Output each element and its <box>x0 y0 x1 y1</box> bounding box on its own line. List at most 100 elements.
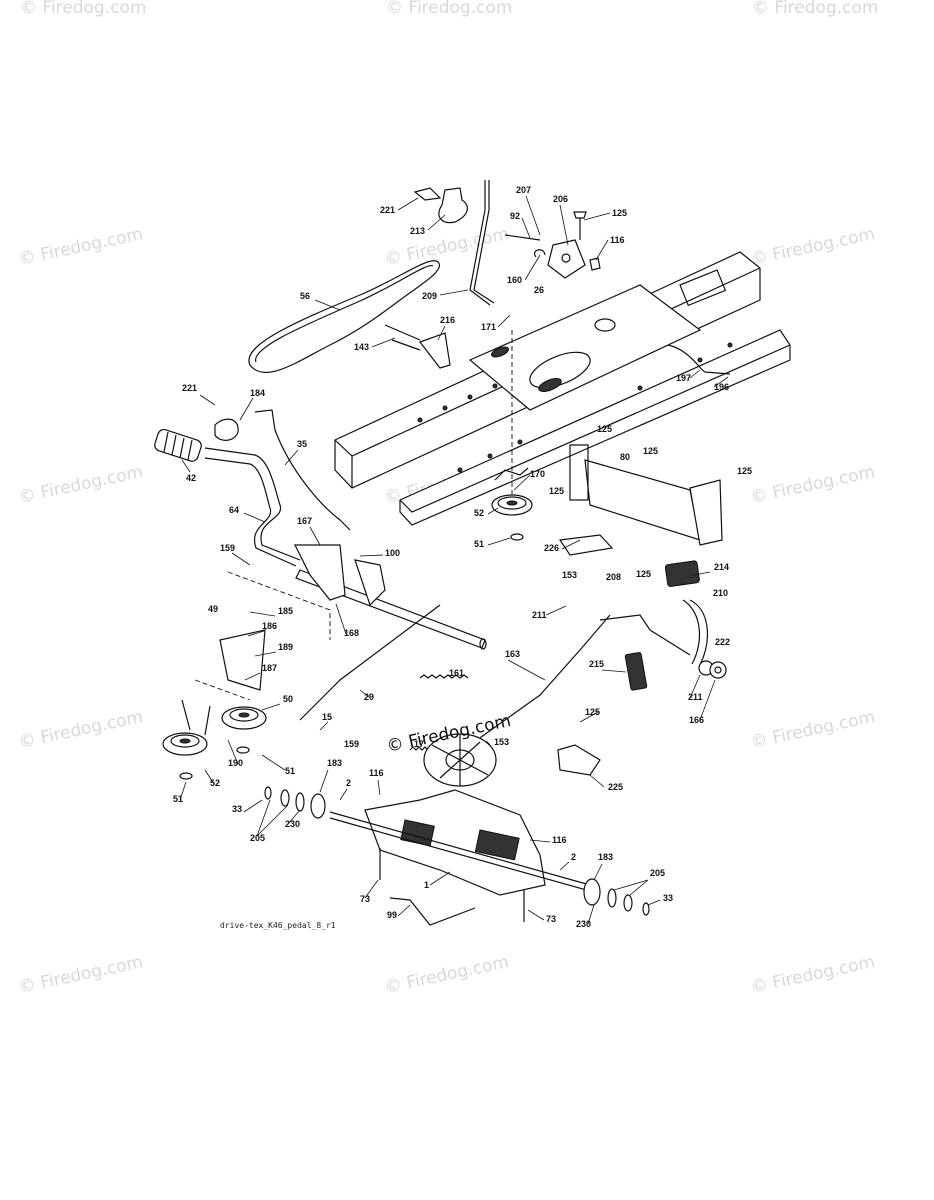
callout-100: 100 <box>385 548 400 558</box>
callout-216: 216 <box>440 315 455 325</box>
watermark: © Firedog.com <box>17 462 145 508</box>
callout-80: 80 <box>620 452 630 462</box>
watermark: © Firedog.com <box>749 707 877 753</box>
callout-215: 215 <box>589 659 604 669</box>
callout-125: 125 <box>597 424 612 434</box>
control-rod <box>254 409 351 531</box>
callout-209: 209 <box>422 291 437 301</box>
callout-208: 208 <box>606 572 621 582</box>
idler-arm <box>219 629 266 691</box>
drive-pulley <box>221 706 267 754</box>
callout-125: 125 <box>585 707 600 717</box>
mount-plate <box>557 744 601 776</box>
callout-210: 210 <box>713 588 728 598</box>
callout-221: 221 <box>182 383 197 393</box>
callout-51: 51 <box>173 794 183 804</box>
callout-222: 222 <box>715 637 730 647</box>
drive-pulley <box>162 699 211 780</box>
callout-163: 163 <box>505 649 520 659</box>
callout-116: 116 <box>552 835 567 845</box>
callout-26: 26 <box>534 285 544 295</box>
callout-51: 51 <box>474 539 484 549</box>
spring <box>419 674 469 679</box>
callout-197: 197 <box>676 373 691 383</box>
callout-153: 153 <box>562 570 577 580</box>
callout-168: 168 <box>344 628 359 638</box>
watermark: © Firedog.com <box>383 224 511 270</box>
callout-15: 15 <box>322 712 332 722</box>
callout-226: 226 <box>544 543 559 553</box>
callout-64: 64 <box>229 505 239 515</box>
callout-184: 184 <box>250 388 265 398</box>
callout-35: 35 <box>297 439 307 449</box>
drive-belt <box>248 260 441 374</box>
hand-grip <box>154 428 202 462</box>
callout-186: 186 <box>262 621 277 631</box>
callout-185: 185 <box>278 606 293 616</box>
callout-221: 221 <box>380 205 395 215</box>
callout-166: 166 <box>689 715 704 725</box>
callout-125: 125 <box>737 466 752 476</box>
bracket-plate <box>547 239 586 279</box>
callout-187: 187 <box>262 663 277 673</box>
callout-206: 206 <box>553 194 568 204</box>
callout-205: 205 <box>650 868 665 878</box>
callout-230: 230 <box>576 919 591 929</box>
watermark: © Firedog.com <box>386 0 512 18</box>
callout-189: 189 <box>278 642 293 652</box>
callout-49: 49 <box>208 604 218 614</box>
shift-rod <box>469 180 491 306</box>
callout-50: 50 <box>283 694 293 704</box>
callout-92: 92 <box>510 211 520 221</box>
callout-153: 153 <box>494 737 509 747</box>
watermark: © Firedog.com <box>752 0 878 18</box>
callout-211: 211 <box>532 610 547 620</box>
parts-artwork <box>154 180 791 926</box>
bypass-rod <box>389 897 476 926</box>
callout-125: 125 <box>612 208 627 218</box>
callout-205: 205 <box>250 833 265 843</box>
pedal-pad <box>624 652 648 691</box>
callout-2: 2 <box>571 852 576 862</box>
callout-230: 230 <box>285 819 300 829</box>
lever-cap <box>214 418 239 441</box>
watermark: © Firedog.com <box>749 462 877 508</box>
callout-52: 52 <box>474 508 484 518</box>
callout-183: 183 <box>598 852 613 862</box>
shift-knob <box>438 187 468 224</box>
axle-hardware <box>264 786 650 916</box>
callout-183: 183 <box>327 758 342 768</box>
callout-213: 213 <box>410 226 425 236</box>
callout-33: 33 <box>232 804 242 814</box>
callout-116: 116 <box>610 235 625 245</box>
diagram-caption: drive-tex_K46_pedal_8_r1 <box>220 921 336 930</box>
callout-170: 170 <box>530 469 545 479</box>
link-rod <box>667 344 731 375</box>
callout-2: 2 <box>346 778 351 788</box>
callout-56: 56 <box>300 291 310 301</box>
watermark: © Firedog.com <box>749 952 877 998</box>
callout-171: 171 <box>481 322 496 332</box>
callout-225: 225 <box>608 782 623 792</box>
callout-214: 214 <box>714 562 729 572</box>
watermark: © Firedog.com <box>17 952 145 998</box>
callout-196: 196 <box>714 382 729 392</box>
watermark: © Firedog.com <box>749 224 877 270</box>
callout-1: 1 <box>424 880 429 890</box>
callout-29: 29 <box>364 692 374 702</box>
callout-125: 125 <box>549 486 564 496</box>
callout-17: 17 <box>414 739 424 749</box>
callout-116: 116 <box>369 768 384 778</box>
transaxle <box>329 733 591 922</box>
callout-42: 42 <box>186 473 196 483</box>
callout-125: 125 <box>636 569 651 579</box>
linkage-rod <box>299 604 441 721</box>
mount-bracket <box>419 332 451 369</box>
frame-rail <box>334 251 791 526</box>
callout-73: 73 <box>546 914 556 924</box>
callout-143: 143 <box>354 342 369 352</box>
watermark: © Firedog.com <box>17 707 145 753</box>
callout-99: 99 <box>387 910 397 920</box>
